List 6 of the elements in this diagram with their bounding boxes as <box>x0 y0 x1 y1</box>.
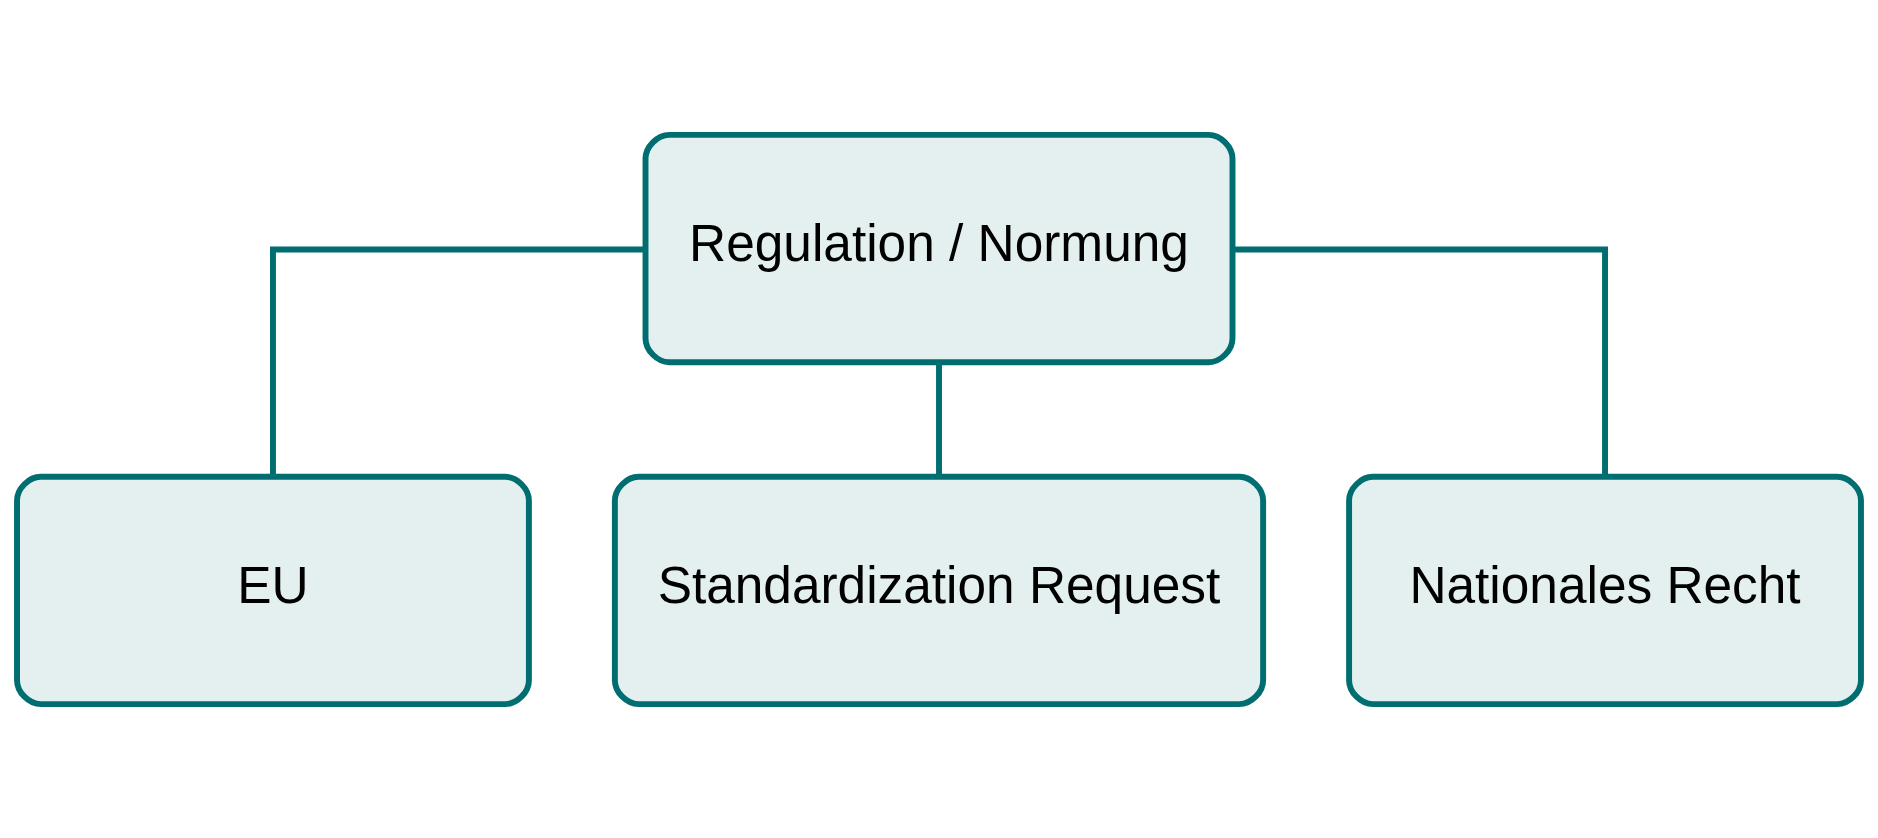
node-box: Regulation / Normung <box>642 131 1236 365</box>
node-box: EU <box>14 473 532 707</box>
connector <box>1233 246 1608 476</box>
node-box: Nationales Recht <box>1346 473 1864 707</box>
node-box: Standardization Request <box>611 473 1267 707</box>
connector <box>270 246 645 476</box>
